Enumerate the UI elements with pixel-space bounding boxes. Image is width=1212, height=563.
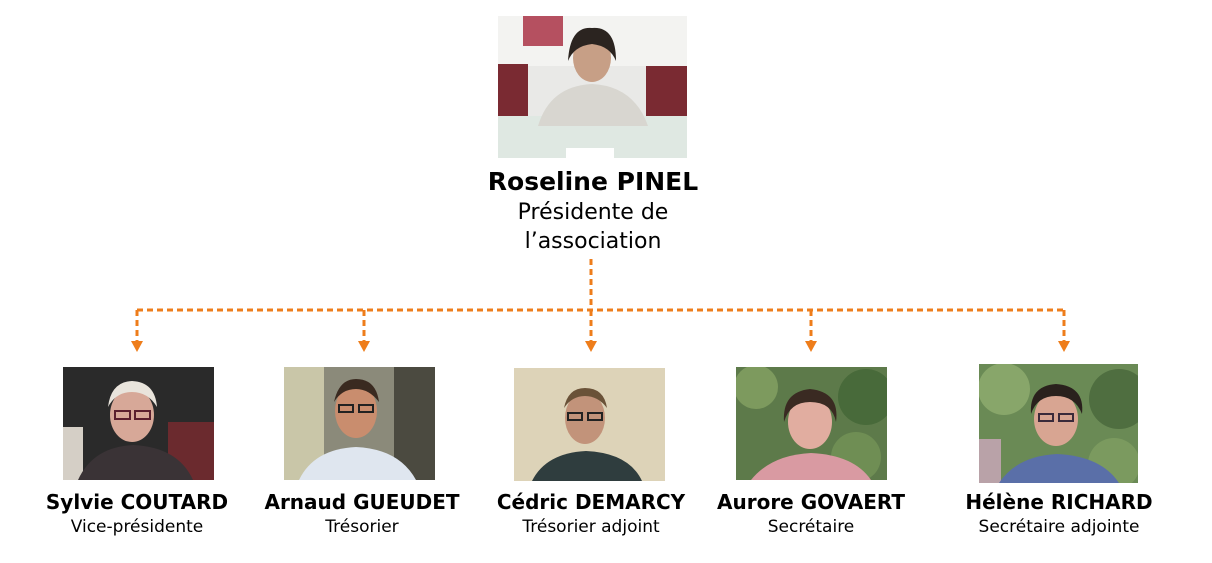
member-role-3: Trésorier adjoint (522, 517, 660, 537)
arrowhead-3 (585, 341, 597, 352)
member-photo-3 (514, 368, 665, 481)
president-role-line1: Présidente de (517, 200, 669, 225)
member-name-4: Aurore GOVAERT (717, 490, 905, 514)
member-photo-1 (63, 367, 214, 480)
member-role-2: Trésorier (325, 517, 399, 537)
member-name-3: Cédric DEMARCY (496, 490, 686, 514)
member-role-5: Secrétaire adjointe (978, 517, 1140, 537)
president-role-line2: l’association (524, 229, 662, 254)
member-photo-2 (284, 367, 435, 480)
member-name-5: Hélène RICHARD (965, 490, 1153, 514)
arrowhead-1 (131, 341, 143, 352)
member-photo-4 (736, 367, 887, 480)
member-photo-5 (979, 364, 1138, 483)
arrowhead-5 (1058, 341, 1070, 352)
arrowhead-2 (358, 341, 370, 352)
member-name-1: Sylvie COUTARD (45, 490, 229, 514)
member-role-4: Secrétaire (767, 517, 855, 537)
member-role-1: Vice-présidente (70, 517, 204, 537)
president-name: Roseline PINEL (487, 167, 699, 196)
president-photo (498, 16, 687, 158)
arrowhead-4 (805, 341, 817, 352)
member-name-2: Arnaud GUEUDET (264, 490, 460, 514)
